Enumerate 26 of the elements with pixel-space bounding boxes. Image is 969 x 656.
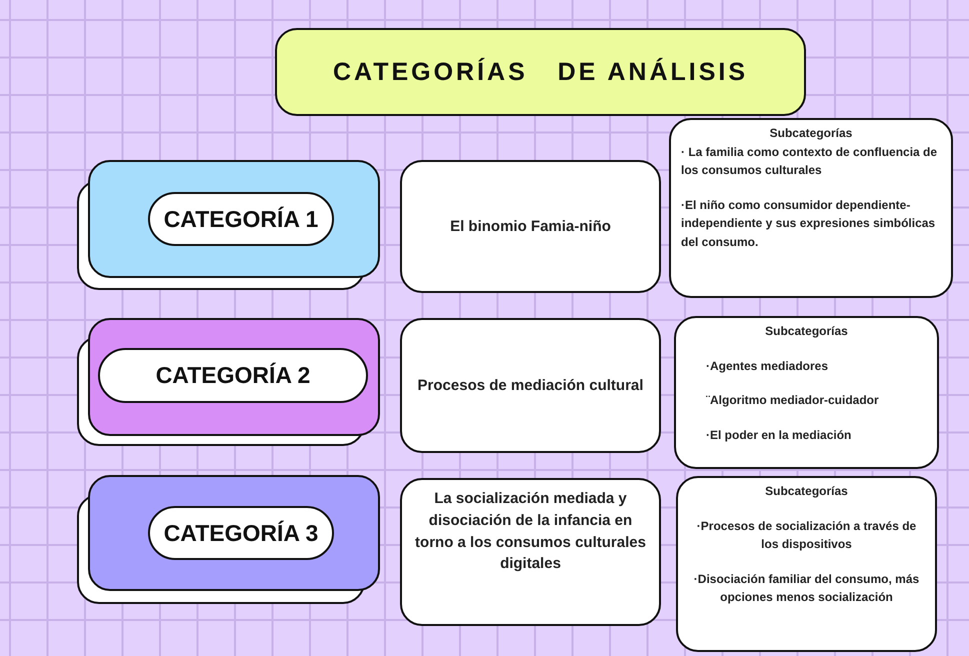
subcategory-item: ·Disociación familiar del consumo, más opciones menos socialización (692, 570, 920, 606)
subcategory-item: ·El poder en la mediación (705, 426, 852, 444)
title-banner: CATEGORÍAS DE ANÁLISIS (275, 28, 806, 116)
subcategory-item: ·Agentes mediadores (705, 358, 830, 375)
category-description: La socialización mediada y disociación de la infancia en torno a los consumos culturales digitales (414, 489, 647, 574)
category-card (88, 160, 380, 278)
subcategory-item: ·El niño como consumidor dependiente-independiente y sus expresiones simbólicas del consumo. (681, 196, 936, 251)
category-label: CATEGORÍA 3 (148, 506, 334, 560)
subcategory-heading: Subcategorías (768, 125, 854, 142)
subcategory-box (674, 316, 939, 469)
subcategory-box (676, 476, 937, 652)
subcategory-box (669, 118, 953, 298)
category-label: CATEGORÍA 2 (98, 348, 368, 403)
category-description-box (400, 478, 661, 626)
subcategory-item: · La familia como contexto de confluencia de los consumos culturales (681, 144, 938, 180)
subcategory-item: ¨Algoritmo mediador-cuidador (705, 392, 880, 410)
subcategory-heading: Subcategorías (764, 323, 849, 340)
subcategory-item: ·Procesos de socialización a través de los dispositivos (696, 518, 918, 554)
category-description: Procesos de mediación cultural (418, 376, 644, 396)
category-card (88, 475, 380, 591)
subcategory-heading: Subcategorías (764, 483, 849, 500)
category-description-box (400, 318, 661, 453)
category-description: El binomio Famia-niño (450, 216, 611, 237)
category-label: CATEGORÍA 1 (148, 192, 334, 246)
category-description-box (400, 160, 661, 293)
category-card (88, 318, 380, 436)
